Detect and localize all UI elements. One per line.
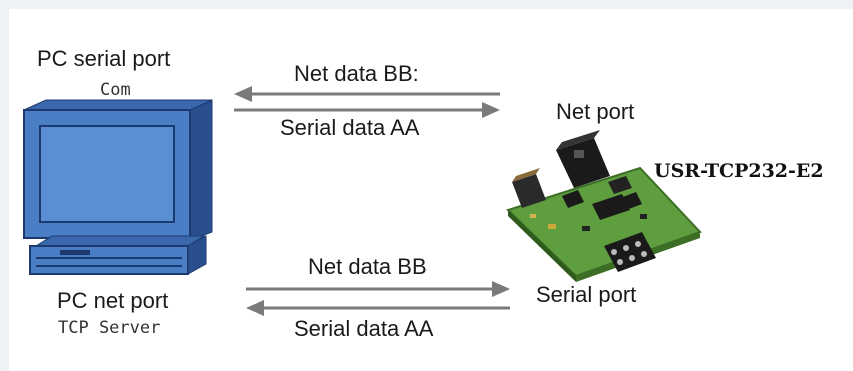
computer-icon <box>23 99 213 275</box>
serial-device-icon <box>506 130 702 282</box>
arrow-serial-data-top <box>234 102 500 118</box>
bottom-upper-arrow-label: Net data BB <box>308 254 427 279</box>
device-net-port-label: Net port <box>556 99 635 124</box>
frame-left-border <box>0 0 9 371</box>
top-lower-arrow-label: Serial data AA <box>280 115 420 140</box>
pc-serial-port-label: PC serial port <box>37 46 171 71</box>
arrow-net-data-bottom <box>246 281 510 297</box>
bottom-lower-arrow-label: Serial data AA <box>294 316 434 341</box>
frame-top-border <box>0 0 853 9</box>
pc-net-port-label: PC net port <box>57 288 169 313</box>
pc-serial-port-sub: Com <box>100 80 131 100</box>
device-serial-port-label: Serial port <box>536 282 637 307</box>
pc-net-port-sub: TCP Server <box>58 318 161 338</box>
arrow-serial-data-bottom <box>246 300 510 316</box>
arrow-net-data-top <box>234 86 500 102</box>
top-upper-arrow-label: Net data BB: <box>294 61 419 86</box>
device-model-label: USR-TCP232-E2 <box>654 160 824 182</box>
